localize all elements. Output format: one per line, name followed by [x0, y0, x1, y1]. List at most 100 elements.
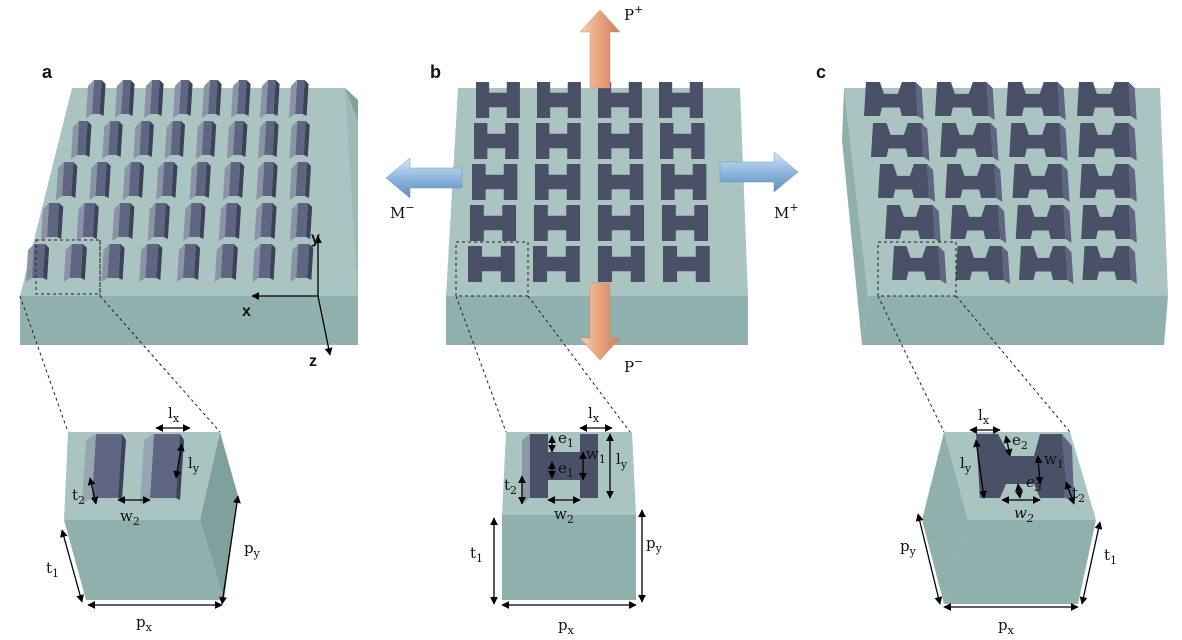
pillar — [95, 162, 107, 196]
pillar — [228, 162, 241, 196]
param-b-e1-bottom: e1 — [558, 459, 574, 480]
param-c-e2: e2 — [1012, 431, 1028, 452]
notch-pillar — [878, 164, 930, 198]
param-a-py: py — [244, 539, 261, 560]
param-c-py: py — [900, 537, 917, 558]
pillar — [69, 244, 83, 278]
pillar — [295, 162, 307, 196]
notch-pillar — [1019, 246, 1068, 280]
notch-pillar — [871, 123, 924, 157]
h-pillar — [534, 205, 581, 241]
panel-b-unit-cell: lx e1 e1 w1 ly t2 w2 t1 py px — [470, 404, 663, 637]
h-pillar — [536, 123, 581, 159]
pillar — [32, 244, 46, 278]
notch-pillar — [864, 82, 918, 116]
port-m-plus-label: M+ — [774, 201, 799, 222]
port-arrow-p-plus — [579, 9, 621, 89]
pillar — [295, 80, 305, 114]
h-pillar — [598, 205, 645, 241]
port-arrow-p-minus — [579, 282, 621, 361]
h-pillar — [661, 164, 707, 200]
param-b-w2: w2 — [554, 505, 574, 526]
param-c-lx: lx — [978, 406, 990, 427]
notch-pillar — [1078, 123, 1131, 157]
pillar — [162, 162, 174, 196]
panel-a-axes: y x z — [242, 230, 333, 370]
notch-pillar — [1012, 164, 1064, 198]
port-p-plus-label: P+ — [624, 3, 643, 24]
port-arrow-m-minus — [385, 157, 463, 199]
param-b-t2: t2 — [504, 476, 517, 497]
pillar — [139, 121, 150, 155]
panel-a-substrate-front — [20, 296, 358, 345]
notch-pillar — [935, 82, 989, 116]
notch-pillar — [1009, 123, 1062, 157]
notch-pillar — [940, 123, 993, 157]
pillar — [220, 244, 234, 278]
pillar — [266, 80, 276, 114]
param-b-px: px — [558, 616, 575, 637]
param-c-w1: w1 — [1044, 450, 1064, 471]
pillar — [179, 80, 189, 114]
h-pillar — [474, 123, 519, 159]
notch-pillar — [1082, 246, 1131, 280]
pillar — [118, 203, 131, 237]
panel-c-unit-cell: lx e2 ly w1 e3 t2 w2 py t1 px — [900, 406, 1117, 637]
notch-pillar — [892, 246, 941, 280]
h-pillar — [598, 246, 645, 282]
h-pillar — [663, 246, 710, 282]
notch-pillar — [945, 164, 997, 198]
h-pillar — [533, 246, 580, 282]
panel-a-zoom-line-right — [99, 295, 221, 433]
param-c-t1: t1 — [1104, 546, 1117, 567]
pillar — [258, 244, 272, 278]
param-c-t2: t2 — [1072, 484, 1085, 505]
panel-a-letter: a — [42, 62, 53, 82]
h-pillar — [472, 164, 518, 200]
notch-pillar — [1081, 205, 1131, 239]
panel-a-pillar-array — [26, 80, 314, 282]
notch-pillar — [950, 205, 1001, 239]
axis-y-label: y — [311, 230, 320, 247]
port-m-minus-label: M− — [390, 201, 415, 222]
panel-c-letter: c — [816, 62, 826, 82]
pillar — [295, 203, 309, 237]
panel-a-unit-cell: lx ly t2 w2 t1 py px — [46, 404, 261, 634]
h-pillar — [470, 205, 517, 241]
port-arrow-m-plus — [719, 151, 799, 193]
notch-pillar — [1079, 164, 1131, 198]
h-pillar — [476, 82, 520, 118]
param-c-px: px — [998, 616, 1015, 637]
pillar — [62, 162, 74, 196]
panel-a: a y x z — [19, 62, 358, 634]
h-pillar — [598, 123, 643, 159]
pillar — [260, 203, 273, 237]
port-p-minus-label: P− — [624, 355, 643, 376]
h-pillar — [660, 123, 705, 159]
panel-b-pillar-array — [468, 82, 710, 282]
axis-x-label: x — [242, 303, 251, 320]
param-b-e1-top: e1 — [558, 429, 574, 450]
h-pillar — [662, 205, 709, 241]
pillar — [262, 162, 274, 196]
param-a-px: px — [136, 613, 153, 634]
panel-a-zoom-line-left — [19, 295, 69, 433]
h-pillar — [537, 82, 581, 118]
pillar — [128, 162, 141, 196]
pillar — [77, 121, 88, 155]
pillar — [92, 80, 102, 114]
panel-c: c lx e2 ly w1 e3 t2 — [816, 62, 1168, 637]
param-b-t1: t1 — [470, 544, 483, 565]
pillar — [224, 203, 238, 237]
param-b-w1: w1 — [586, 445, 606, 466]
pillar — [296, 244, 310, 278]
pillar — [201, 121, 213, 155]
pillar — [150, 80, 160, 114]
param-c-w2: w2 — [1014, 504, 1034, 525]
h-pillar — [598, 164, 644, 200]
axis-z-label: z — [309, 353, 317, 370]
param-b-py: py — [646, 534, 663, 555]
notch-pillar — [1015, 205, 1066, 239]
param-a-lx: lx — [168, 404, 180, 425]
